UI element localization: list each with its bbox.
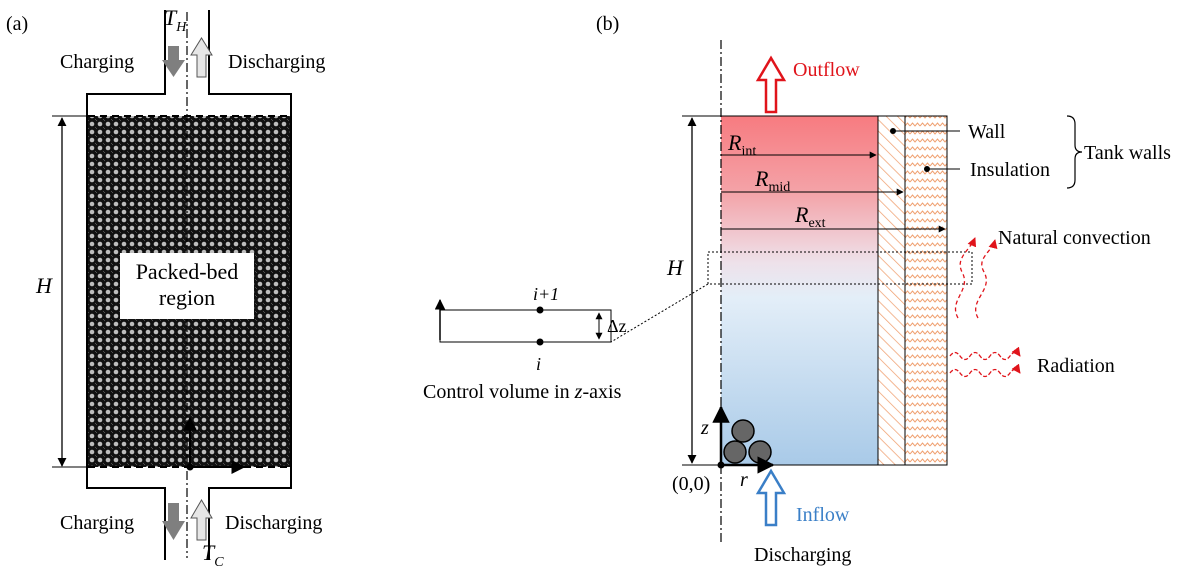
control-slice-box <box>707 251 973 285</box>
panel-a-label: (a) <box>6 13 28 35</box>
tank-insulation-b <box>904 115 948 466</box>
cv-dz-label: Δz <box>607 316 627 336</box>
tank-wall-b <box>877 115 906 466</box>
region-label-line1: Packed-bed <box>136 259 239 284</box>
panel-b-label: (b) <box>596 13 619 35</box>
origin-label: (0,0) <box>672 473 710 495</box>
inflow-label: Inflow <box>796 504 850 526</box>
tank-walls-label: Tank walls <box>1084 142 1171 164</box>
charging-label-top: Charging <box>60 51 134 73</box>
inflow-arrow <box>755 468 787 527</box>
charging-arrow-bottom <box>162 503 185 540</box>
r-mid-label: Rmid <box>754 166 790 195</box>
bed-origin-dot-a <box>186 463 194 471</box>
tank-walls-brace <box>1066 115 1083 189</box>
t-hot-label: TH <box>164 5 187 35</box>
cv-i-plus-label: i+1 <box>533 284 559 304</box>
natural-convection-label: Natural convection <box>998 227 1151 249</box>
particle-right <box>748 440 772 464</box>
discharging-arrow-top <box>190 37 213 78</box>
t-cold-label: TC <box>202 540 224 570</box>
particle-left <box>723 440 747 464</box>
tank-outline-a <box>86 10 292 560</box>
cv-i-label: i <box>536 354 541 374</box>
height-label-a: H <box>35 273 53 298</box>
wall-label: Wall <box>968 121 1006 143</box>
natural-convection-arrows <box>954 237 998 319</box>
radiation-arrows <box>949 346 1021 378</box>
cv-node-upper <box>536 306 544 314</box>
panel-b: (b) H Rint Rmid Rext Wall Insulation Tan… <box>423 13 1171 566</box>
cv-node-lower <box>536 338 544 346</box>
particle-top <box>731 419 755 443</box>
r-axis-label: r <box>740 469 748 491</box>
tank-fluid-b <box>721 116 878 465</box>
charging-label-bottom: Charging <box>60 512 134 534</box>
r-int-label: Rint <box>727 130 756 159</box>
height-label-b: H <box>666 255 684 280</box>
radiation-label: Radiation <box>1037 355 1115 377</box>
r-ext-label: Rext <box>794 202 826 231</box>
cv-caption: Control volume in z-axis <box>423 381 622 403</box>
discharging-label-top: Discharging <box>228 51 325 73</box>
slice-leader <box>610 283 709 343</box>
outflow-label: Outflow <box>793 59 860 81</box>
outflow-arrow <box>755 55 787 114</box>
insulation-label: Insulation <box>970 159 1050 181</box>
charging-arrow-top <box>162 46 185 77</box>
discharging-arrow-bottom <box>190 499 213 541</box>
panel-a: (a) H Packed-bed region Charging Dischar… <box>6 5 325 570</box>
z-axis-label: z <box>700 417 709 439</box>
mode-label: Discharging <box>754 544 851 566</box>
control-volume-box <box>439 309 612 343</box>
origin-dot-b <box>717 461 725 469</box>
discharging-label-bottom: Discharging <box>225 512 322 534</box>
region-label-box <box>120 253 254 319</box>
region-label-line2: region <box>159 285 215 310</box>
